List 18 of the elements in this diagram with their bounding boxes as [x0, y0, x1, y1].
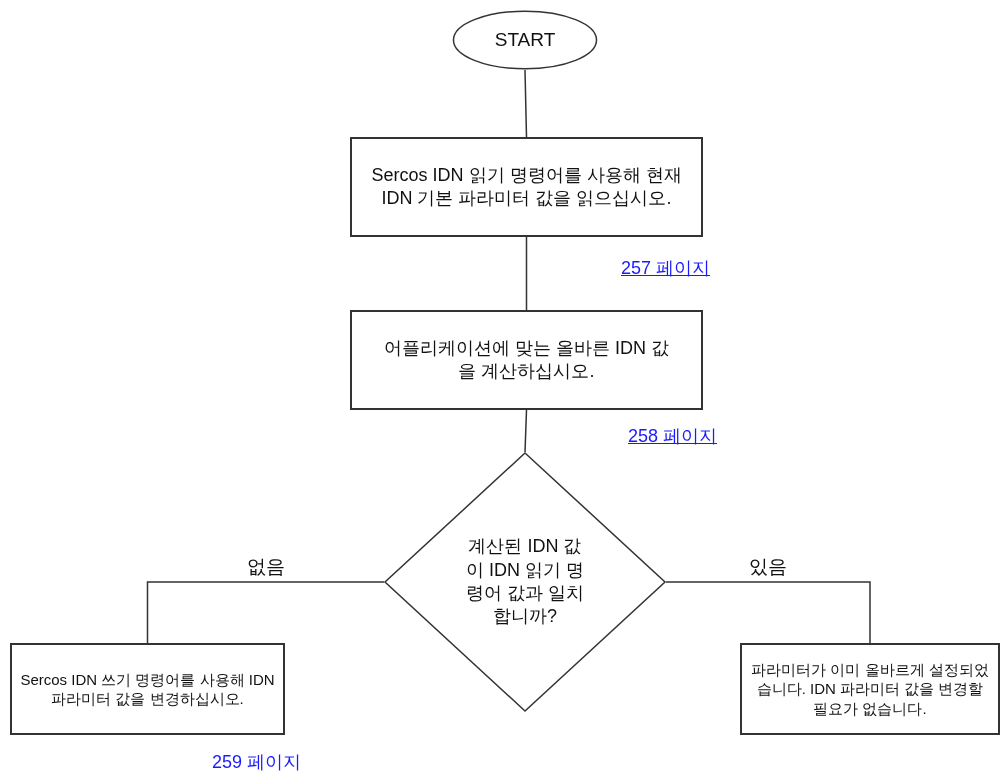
node-text: Sercos IDN 쓰기 명령어를 사용해 IDN 파라미터 값을 변경하십시오.	[20, 669, 275, 709]
connector-line	[524, 409, 528, 453]
process-box	[350, 310, 703, 410]
connector-line	[524, 69, 528, 138]
page-link: 259 페이지	[212, 751, 302, 773]
process-box	[740, 643, 1000, 735]
page-link: 257 페이지	[621, 257, 711, 280]
process-box	[10, 643, 285, 735]
node-text: 계산된 IDN 값이 IDN 읽기 명령어 값과 일치합니까?	[465, 535, 585, 629]
process-box	[350, 137, 703, 237]
node-text: 파라미터가 이미 올바르게 설정되었습니다. IDN 파라미터 값을 변경할 필요가 없습니다.	[750, 659, 990, 719]
node-text: START	[494, 27, 556, 52]
node-text: Sercos IDN 읽기 명령어를 사용해 현재 IDN 기본 파라미터 값을 읽으십시오.	[370, 163, 683, 210]
connector-line	[665, 581, 871, 644]
node-text: 어플리케이션에 맞는 올바른 IDN 값을 계산하십시오.	[383, 336, 670, 383]
connector-line	[146, 581, 385, 644]
page-link: 258 페이지	[628, 425, 718, 448]
connector-line	[525, 236, 528, 311]
